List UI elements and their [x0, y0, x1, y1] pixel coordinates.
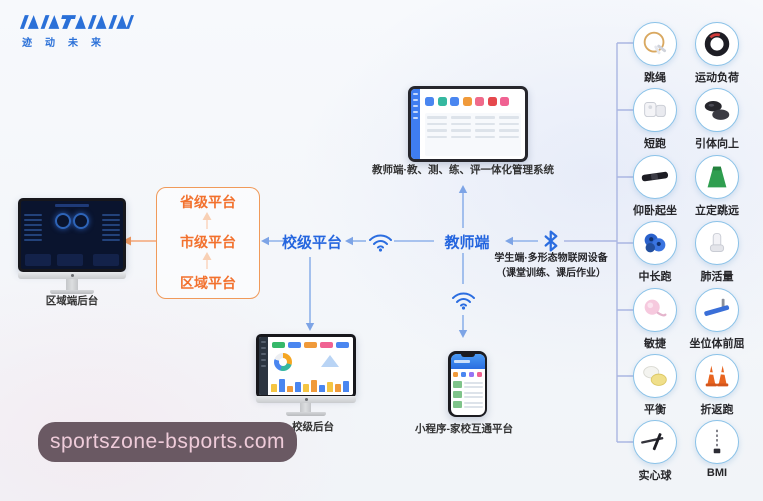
device-item: 跳绳 — [624, 22, 686, 88]
school-monitor-chin — [256, 396, 356, 403]
student-caption-line1: 学生端·多形态物联网设备 — [494, 253, 608, 264]
miniapp-phone — [448, 351, 487, 417]
tablet-sidebar — [411, 89, 420, 159]
device-item: 实心球 — [624, 420, 686, 486]
donut-chart — [274, 353, 292, 371]
regional-platform-label: 区域平台 — [180, 275, 236, 291]
distance-run-icon — [644, 233, 666, 253]
sprint-icon — [644, 102, 666, 118]
school-dashboard-sidebar — [259, 337, 268, 395]
bluetooth-icon — [544, 230, 558, 252]
apple-logo-dot — [304, 398, 308, 401]
school-dashboard-buttons — [272, 342, 349, 348]
tablet-caption: 教师端·教、测、练、评一体化管理系统 — [372, 164, 554, 176]
miniapp-list — [452, 380, 483, 411]
area-chart — [321, 355, 339, 367]
miniapp-header — [450, 353, 485, 369]
device-item: 立定跳远 — [686, 154, 748, 221]
agility-icon — [644, 299, 667, 317]
tablet-app-icons — [425, 97, 509, 106]
shuttle-run-icon — [705, 365, 729, 387]
city-platform-label: 市级平台 — [180, 234, 236, 250]
sport-load-icon — [704, 31, 730, 57]
regional-backend-monitor — [18, 198, 126, 272]
device-item: 折返跑 — [686, 353, 748, 420]
lung-capacity-icon — [709, 233, 725, 253]
regional-backend-label: 区域端后台 — [45, 295, 99, 307]
device-item: 引体向上 — [686, 88, 748, 154]
apple-logo-dot — [70, 274, 74, 277]
school-monitor-base — [286, 412, 326, 416]
device-item: 平衡 — [624, 353, 686, 420]
bar-chart — [271, 378, 349, 392]
platform-levels-box: 省级平台 市级平台 区域平台 — [156, 187, 260, 299]
teacher-tablet-screen — [411, 89, 525, 159]
regional-monitor-stand — [66, 279, 78, 290]
regional-monitor-base — [50, 290, 94, 294]
blue-arrow-heads — [261, 185, 513, 338]
miniapp-icon-row — [452, 371, 483, 377]
device-item: 肺活量 — [686, 221, 748, 287]
school-backend-label: 校级后台 — [292, 421, 334, 433]
iot-devices-grid: 跳绳 运动负荷 短跑 引体向上 — [624, 10, 748, 487]
student-caption-line2: （课堂训练、课后作业） — [496, 268, 606, 279]
wifi-icon-vertical — [452, 292, 475, 310]
device-item: 坐位体前屈 — [686, 287, 748, 354]
sit-up-icon — [641, 171, 669, 182]
device-item: 短跑 — [624, 88, 686, 154]
jump-rope-icon — [643, 31, 667, 55]
school-backend-monitor — [256, 334, 356, 398]
school-dashboard-screen — [259, 337, 353, 395]
balance-icon — [643, 366, 667, 386]
school-monitor-stand — [300, 403, 311, 412]
phone-notch — [460, 353, 475, 357]
teacher-tablet — [408, 86, 528, 162]
tablet-data-table — [425, 113, 521, 156]
miniapp-caption: 小程序-家校互通平台 — [415, 423, 513, 435]
provincial-platform-label: 省级平台 — [180, 194, 236, 210]
brand-logo: 迹动未来 — [16, 12, 138, 49]
watermark-badge: sportszone-bsports.com — [38, 422, 297, 462]
brand-wordmark — [19, 15, 134, 29]
school-platform-node: 校级平台 — [281, 234, 343, 252]
bmi-icon — [713, 430, 721, 454]
brand-subtitle: 迹动未来 — [22, 38, 114, 49]
standing-jump-icon — [707, 166, 727, 188]
sit-reach-icon — [704, 298, 730, 316]
student-device-caption: 学生端·多形态物联网设备 （课堂训练、课后作业） — [494, 251, 607, 281]
wifi-icon — [369, 234, 392, 252]
device-item: BMI — [686, 420, 748, 486]
medicine-ball-icon — [641, 433, 664, 451]
device-item: 仰卧起坐 — [624, 154, 686, 221]
watermark-text: sportszone-bsports.com — [49, 430, 286, 453]
device-item: 运动负荷 — [686, 22, 748, 88]
device-item: 敏捷 — [624, 287, 686, 354]
device-item: 中长跑 — [624, 221, 686, 287]
regional-monitor-chin — [18, 272, 126, 279]
miniapp-screen — [450, 353, 485, 415]
teacher-node: 教师端 — [444, 234, 490, 252]
regional-dashboard-screen — [21, 201, 123, 269]
pull-up-icon — [704, 101, 730, 121]
